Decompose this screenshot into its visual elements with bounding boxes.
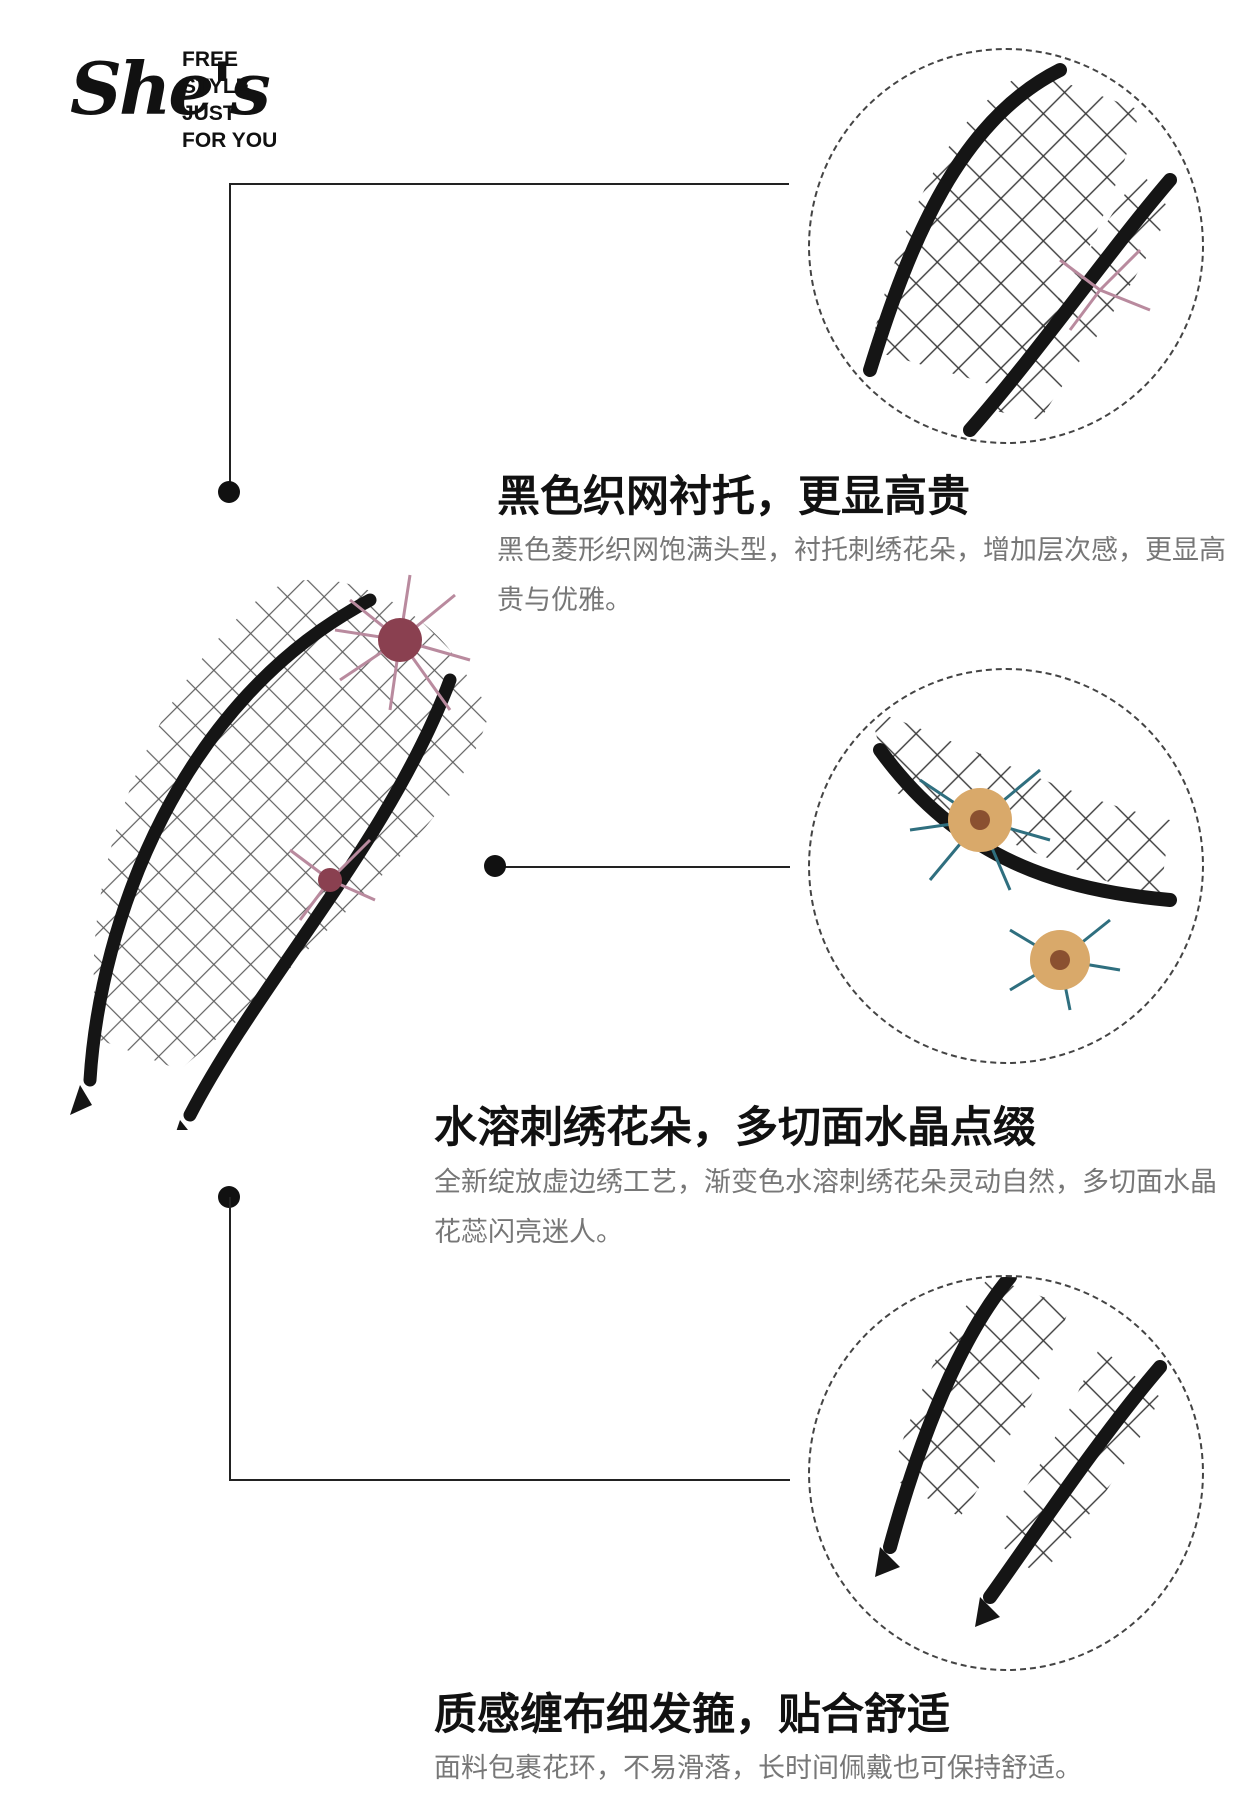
feature-1-description: 黑色菱形织网饱满头型，衬托刺绣花朵，增加层次感，更显高贵与优雅。 (497, 535, 1226, 616)
callout-line-3-vertical (229, 1197, 231, 1480)
brand-tagline-line-3: FOR YOU (182, 129, 278, 152)
brand-tagline-line-2: JUST (182, 102, 236, 125)
callout-dot-2 (484, 855, 506, 877)
feature-2-description: 全新绽放虚边绣工艺，渐变色水溶刺绣花朵灵动自然，多切面水晶花蕊闪亮迷人。 (434, 1167, 1217, 1248)
product-headband-image (30, 560, 500, 1130)
feature-2-heading: 水溶刺绣花朵，多切面水晶点缀 (434, 1103, 1036, 1153)
brand-tagline-line-1: FREE STYLE (182, 48, 250, 98)
brand-tagline: FREE STYLE JUST FOR YOU (182, 46, 310, 154)
feature-3-description: 面料包裹花环，不易滑落，长时间佩戴也可保持舒适。 (434, 1753, 1082, 1784)
callout-dot-1 (218, 481, 240, 503)
callout-line-1-horizontal (229, 183, 789, 185)
feature-1-heading: 黑色织网衬托，更显高贵 (497, 472, 970, 522)
detail-circle-mesh (808, 48, 1204, 444)
detail-circle-band (808, 1275, 1204, 1671)
feature-3-heading: 质感缠布细发箍，贴合舒适 (434, 1690, 950, 1740)
brand-name: She's (70, 46, 271, 131)
callout-line-1-vertical (229, 183, 231, 493)
callout-line-2-horizontal (496, 866, 790, 868)
detail-circle-flowers (808, 668, 1204, 1064)
brand-logo: She's FREE STYLE JUST FOR YOU (70, 44, 310, 152)
callout-line-3-horizontal (229, 1479, 790, 1481)
